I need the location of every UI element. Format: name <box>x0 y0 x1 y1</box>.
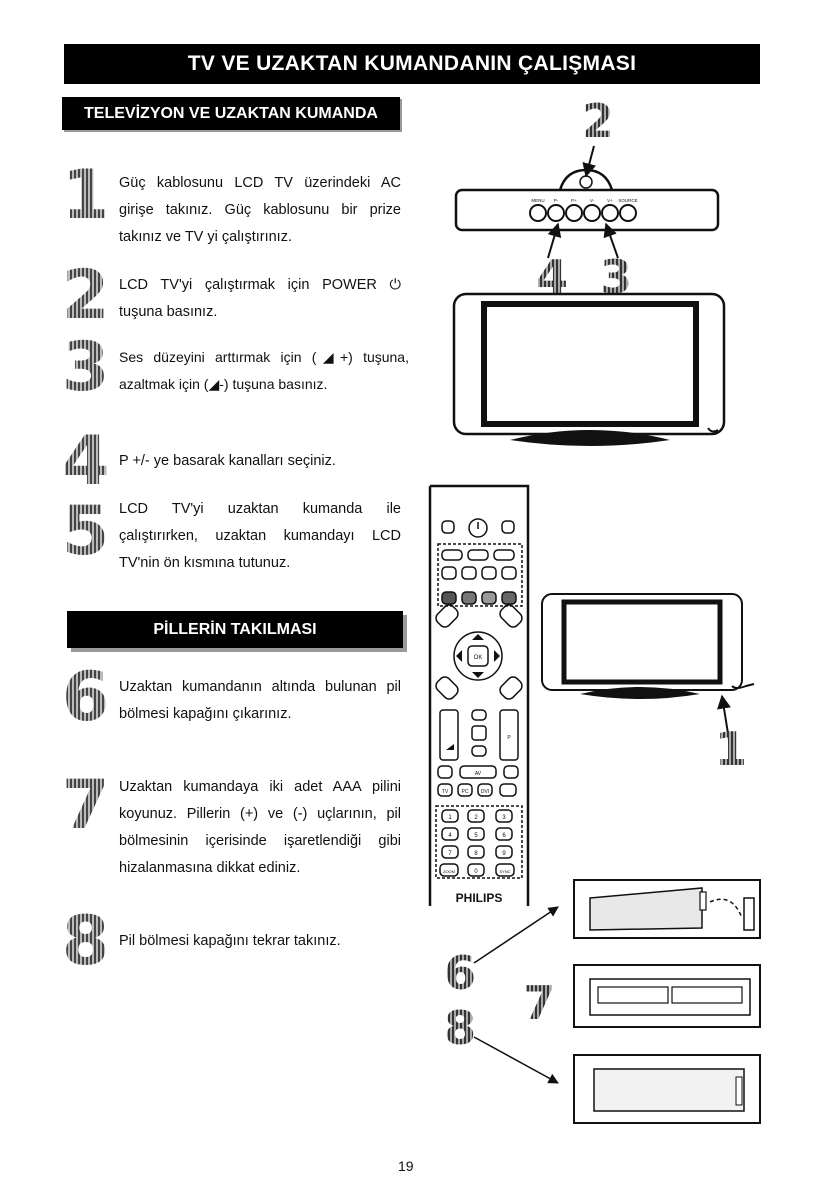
section-title-tv-remote: TELEVİZYON VE UZAKTAN KUMANDA <box>62 97 400 130</box>
tv-key-label: TV <box>442 789 449 795</box>
dvi-key-label: DVI <box>481 789 489 795</box>
digit-8-label: 8 <box>474 851 478 857</box>
step-text-2: LCD TV'yi çalıştırmak için POWER ⏻ tuşun… <box>119 277 401 320</box>
battery-cover-replace-diagram <box>573 1054 761 1124</box>
step-text-7: Uzaktan kumandaya iki adet AAA pilini ko… <box>119 779 401 876</box>
callout-7: 7 <box>523 976 556 1030</box>
callout-8: 8 <box>444 1001 477 1055</box>
callout-1: 1 <box>715 722 748 776</box>
step-text-6: Uzaktan kumandanın altında bulunan pil b… <box>119 679 401 722</box>
battery-cover-removal-diagram <box>573 879 761 939</box>
p-key-label: P <box>507 735 511 741</box>
step-number-3: 3 <box>62 328 110 407</box>
battery-callout-arrows <box>473 906 559 1084</box>
step-text-4: P +/- ye basarak kanalları seçiniz. <box>119 453 336 469</box>
digit-0-label: 0 <box>474 869 478 875</box>
digit-1-label: 1 <box>448 815 452 821</box>
pc-key-label: PC <box>462 789 469 795</box>
panel-label-vplus: V+ <box>607 198 613 203</box>
digit-5-label: 5 <box>474 833 478 839</box>
panel-label-pplus: P+ <box>571 198 577 203</box>
callout-3: 3 <box>600 250 633 304</box>
step-number-5: 5 <box>62 492 110 571</box>
digit-2-label: 2 <box>474 815 478 821</box>
power-icon <box>579 175 593 189</box>
step-text-3: Ses düzeyini arttırmak için (◢+) tuşuna,… <box>119 349 409 392</box>
digit-6-label: 6 <box>502 833 506 839</box>
panel-label-source: SOURCE <box>618 198 637 203</box>
ok-key-label: OK <box>474 655 483 661</box>
step-text-5: LCD TV'yi uzaktan kumanda ile çalıştırır… <box>119 501 401 571</box>
digit-4-label: 4 <box>448 833 452 839</box>
tv-power-cable-diagram <box>541 593 755 699</box>
lcd-tv-front-diagram <box>452 292 726 446</box>
panel-label-pminus: P- <box>554 198 559 203</box>
sync-key-label: SYNC <box>499 869 510 874</box>
step-text-8: Pil bölmesi kapağını tekrar takınız. <box>119 933 341 949</box>
digit-3-label: 3 <box>502 815 506 821</box>
digit-7-label: 7 <box>448 851 452 857</box>
step-number-2: 2 <box>62 256 110 335</box>
step-number-4: 4 <box>62 422 110 501</box>
callout-6: 6 <box>444 946 477 1000</box>
callout-2: 2 <box>582 94 615 148</box>
page-number: 19 <box>398 1158 414 1174</box>
step-number-8: 8 <box>62 902 110 981</box>
step-number-7: 7 <box>62 766 110 845</box>
tv-control-panel-diagram: MENU P- P+ V- V+ SOURCE <box>454 145 720 259</box>
panel-label-vminus: V- <box>590 198 595 203</box>
zoom-key-label: ZOOM <box>443 869 455 874</box>
step-text-1: Güç kablosunu LCD TV üzerindeki AC giriş… <box>119 175 401 245</box>
page-title: TV VE UZAKTAN KUMANDANIN ÇALIŞMASI <box>64 44 760 84</box>
av-key-label: AV <box>475 771 482 777</box>
step-number-6: 6 <box>62 658 110 737</box>
panel-label-menu: MENU <box>531 198 544 203</box>
callout-4: 4 <box>536 250 569 304</box>
callout-1-arrow <box>717 694 731 747</box>
digit-9-label: 9 <box>502 851 506 857</box>
remote-brand: PHILIPS <box>456 891 503 905</box>
battery-insert-diagram <box>573 964 761 1028</box>
remote-control-diagram: OK AV TV PC DVI P 1 2 3 4 5 6 7 8 9 ZOOM… <box>428 484 530 906</box>
section-title-batteries: PİLLERİN TAKILMASI <box>67 611 403 648</box>
step-number-1: 1 <box>62 156 110 235</box>
